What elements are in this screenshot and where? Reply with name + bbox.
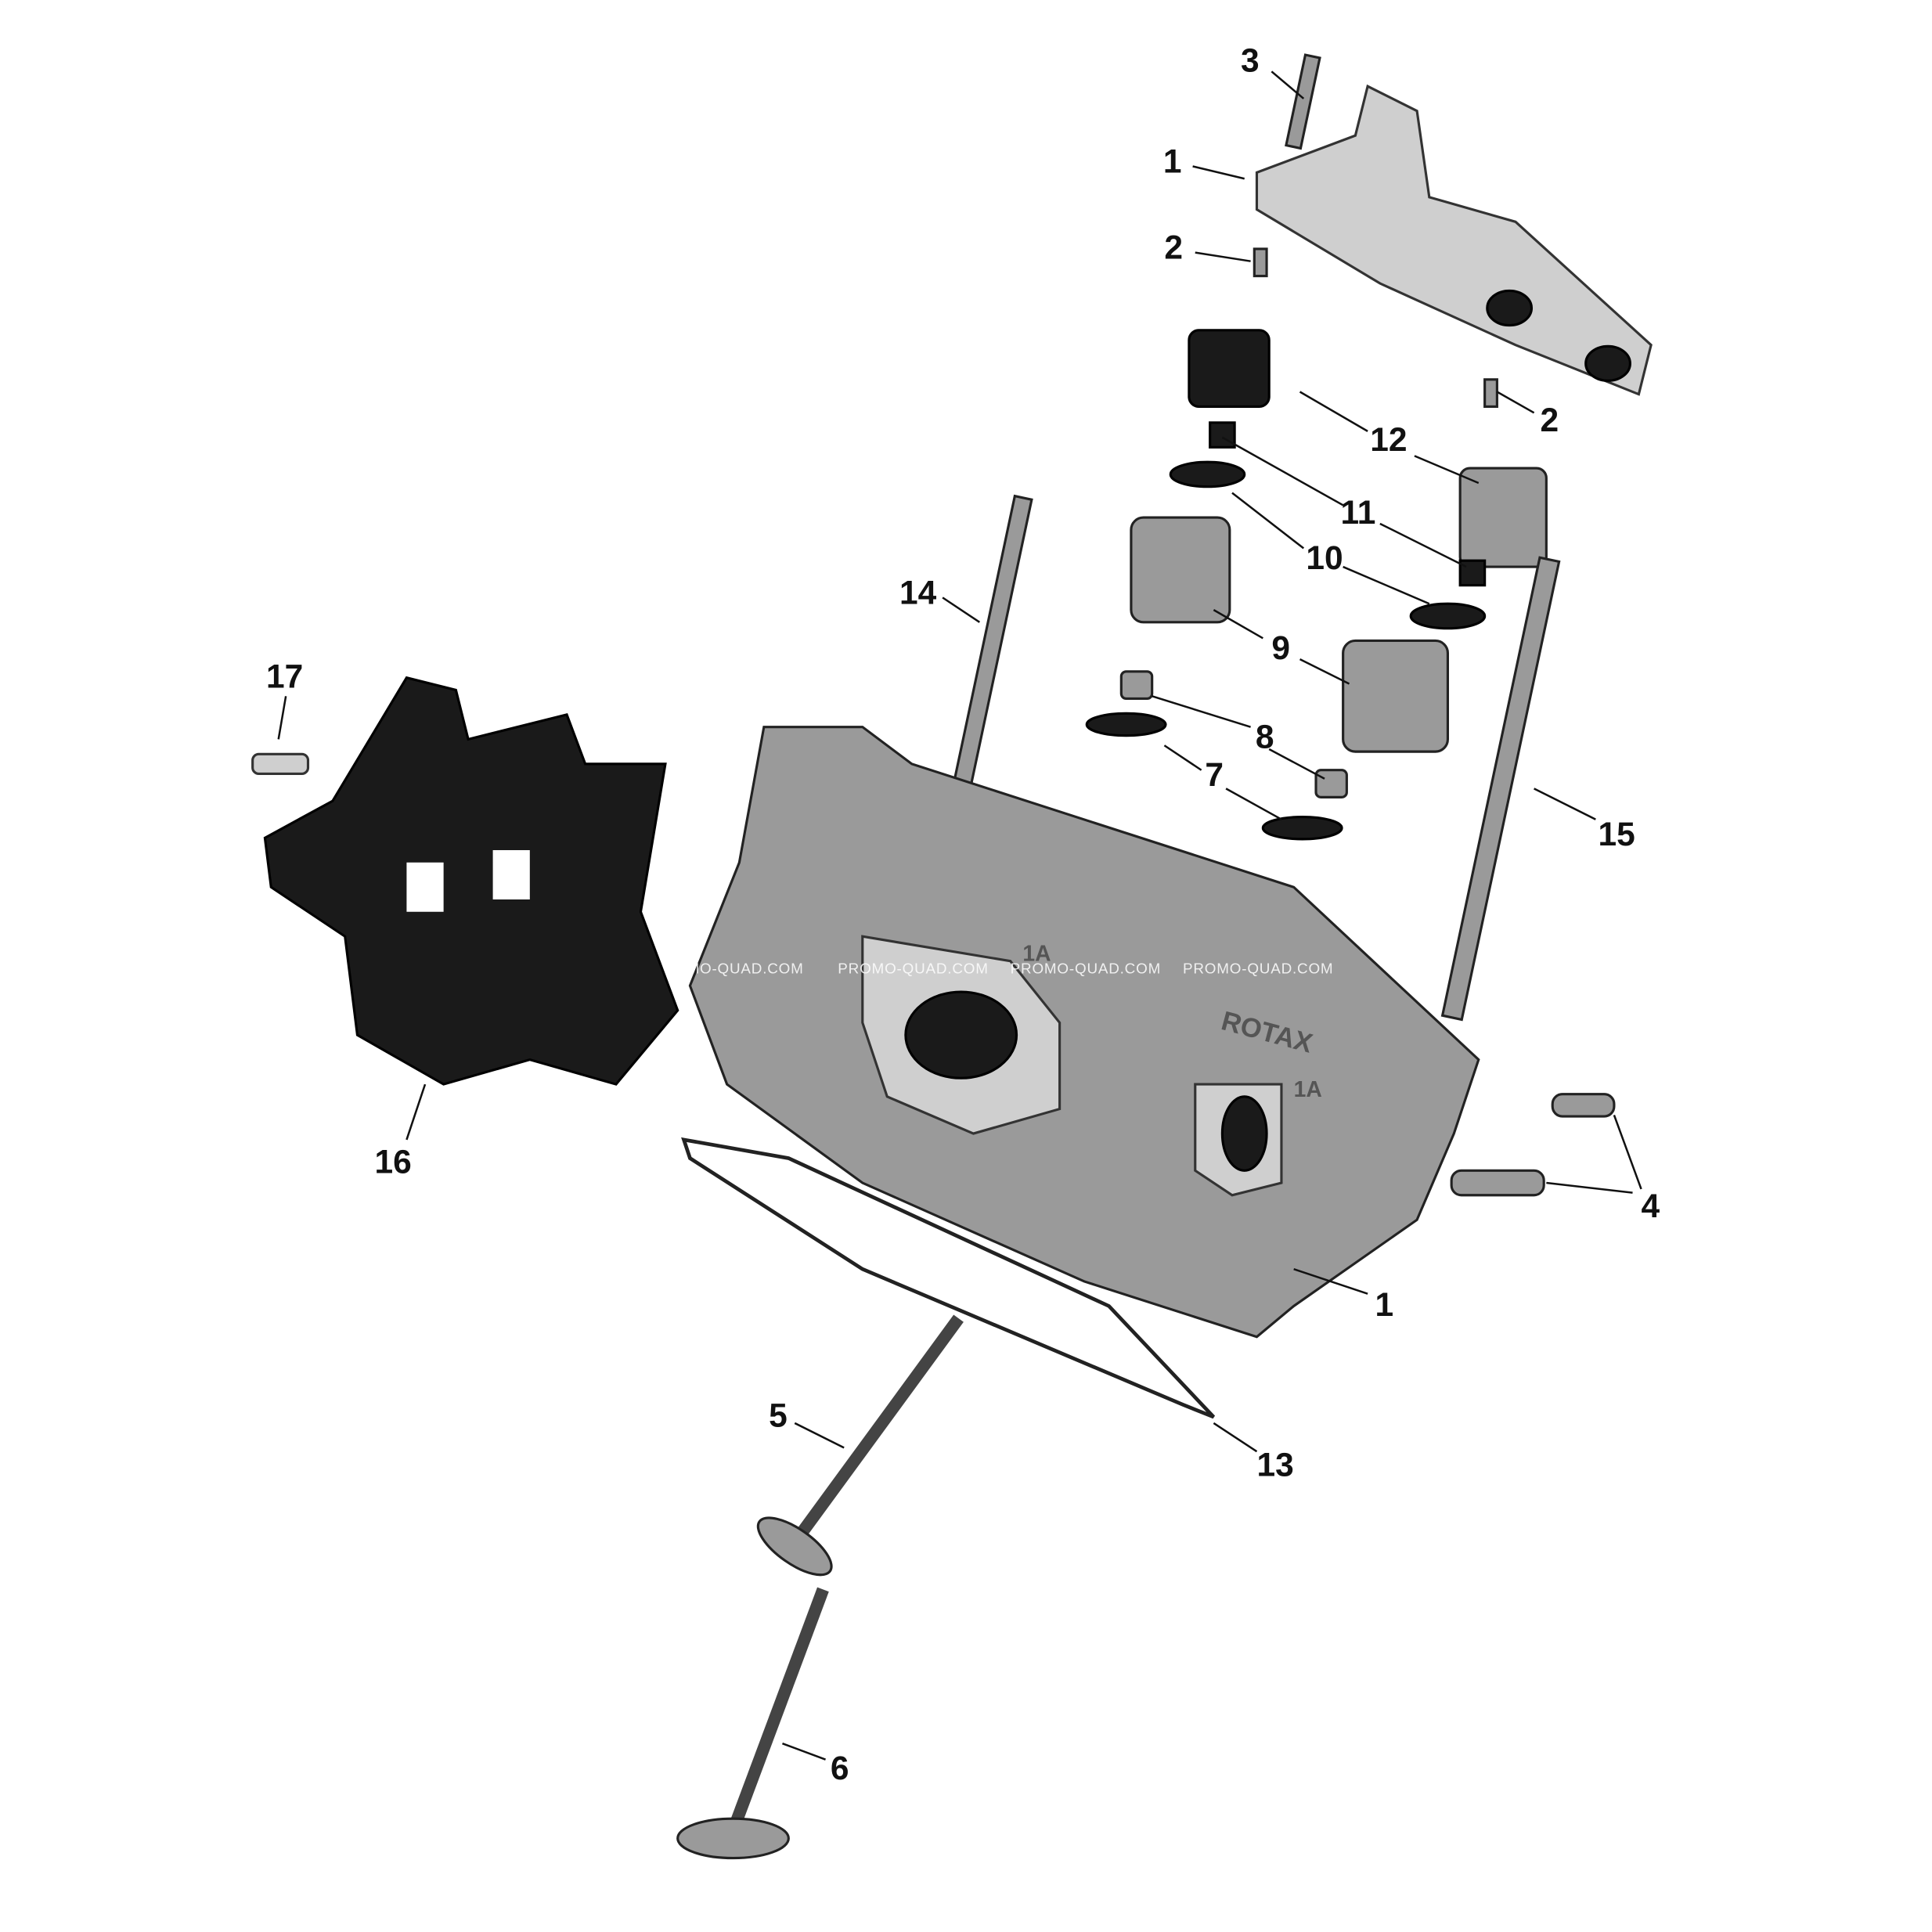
leader-lines <box>277 70 1642 1761</box>
watermark-text: PROMO-QUAD.COM <box>838 961 988 977</box>
callout-10: 10 <box>1306 540 1343 577</box>
watermark-text: PROMO-QUAD.COM <box>1183 961 1333 977</box>
watermark-text: PROMO-QUAD.COM <box>1011 961 1161 977</box>
tappet-part <box>1188 329 1548 568</box>
callout-14: 14 <box>899 575 937 611</box>
dowel-pin-part <box>1253 247 1498 408</box>
casting-mark: 1A <box>1022 942 1051 967</box>
callout-9: 9 <box>1271 630 1290 667</box>
callout-17: 17 <box>266 658 303 695</box>
exhaust-valve-part <box>676 1587 829 1860</box>
valve-spring-part <box>1130 516 1449 753</box>
spring-seat-washer-part <box>1085 712 1343 841</box>
callout-4: 4 <box>1642 1188 1660 1225</box>
callout-3: 3 <box>1241 42 1260 79</box>
callout-5: 5 <box>769 1398 788 1435</box>
cylinder-head-bolt-long-part <box>1440 556 1561 1022</box>
casting-mark: 1A <box>1294 1077 1322 1102</box>
watermark-strip: PROMO-QUAD.COM PROMO-QUAD.COM PROMO-QUAD… <box>653 961 1333 977</box>
callout-1-cap: 1 <box>1163 143 1182 180</box>
callout-7: 7 <box>1205 757 1224 794</box>
callout-8: 8 <box>1256 719 1274 755</box>
head-gasket-part <box>681 1137 1216 1419</box>
callout-labels: 3 1 2 2 12 11 10 9 8 7 14 15 17 16 4 1 5… <box>266 42 1660 1787</box>
valve-stem-seal-part <box>1119 670 1348 798</box>
bolt-part <box>1285 53 1321 150</box>
bolt-part <box>251 752 310 776</box>
callout-16: 16 <box>374 1144 411 1180</box>
callout-2: 2 <box>1540 402 1559 439</box>
callout-11: 11 <box>1340 495 1375 532</box>
callout-13: 13 <box>1256 1447 1293 1484</box>
callout-12: 12 <box>1370 422 1407 459</box>
watermark-text: PROMO-QUAD.COM <box>653 961 803 977</box>
camshaft-cap-part <box>1255 84 1653 396</box>
callout-2: 2 <box>1164 230 1183 267</box>
spring-retainer-part <box>1169 460 1487 630</box>
callout-15: 15 <box>1598 816 1635 853</box>
dowel-part <box>1450 1093 1616 1197</box>
chain-guide-part <box>263 676 679 1086</box>
cylinder-head-part: ROTAX 1A 1A <box>688 726 1480 1339</box>
callout-1-head: 1 <box>1375 1287 1394 1324</box>
intake-valve-part <box>756 1314 964 1577</box>
callout-6: 6 <box>831 1750 849 1787</box>
